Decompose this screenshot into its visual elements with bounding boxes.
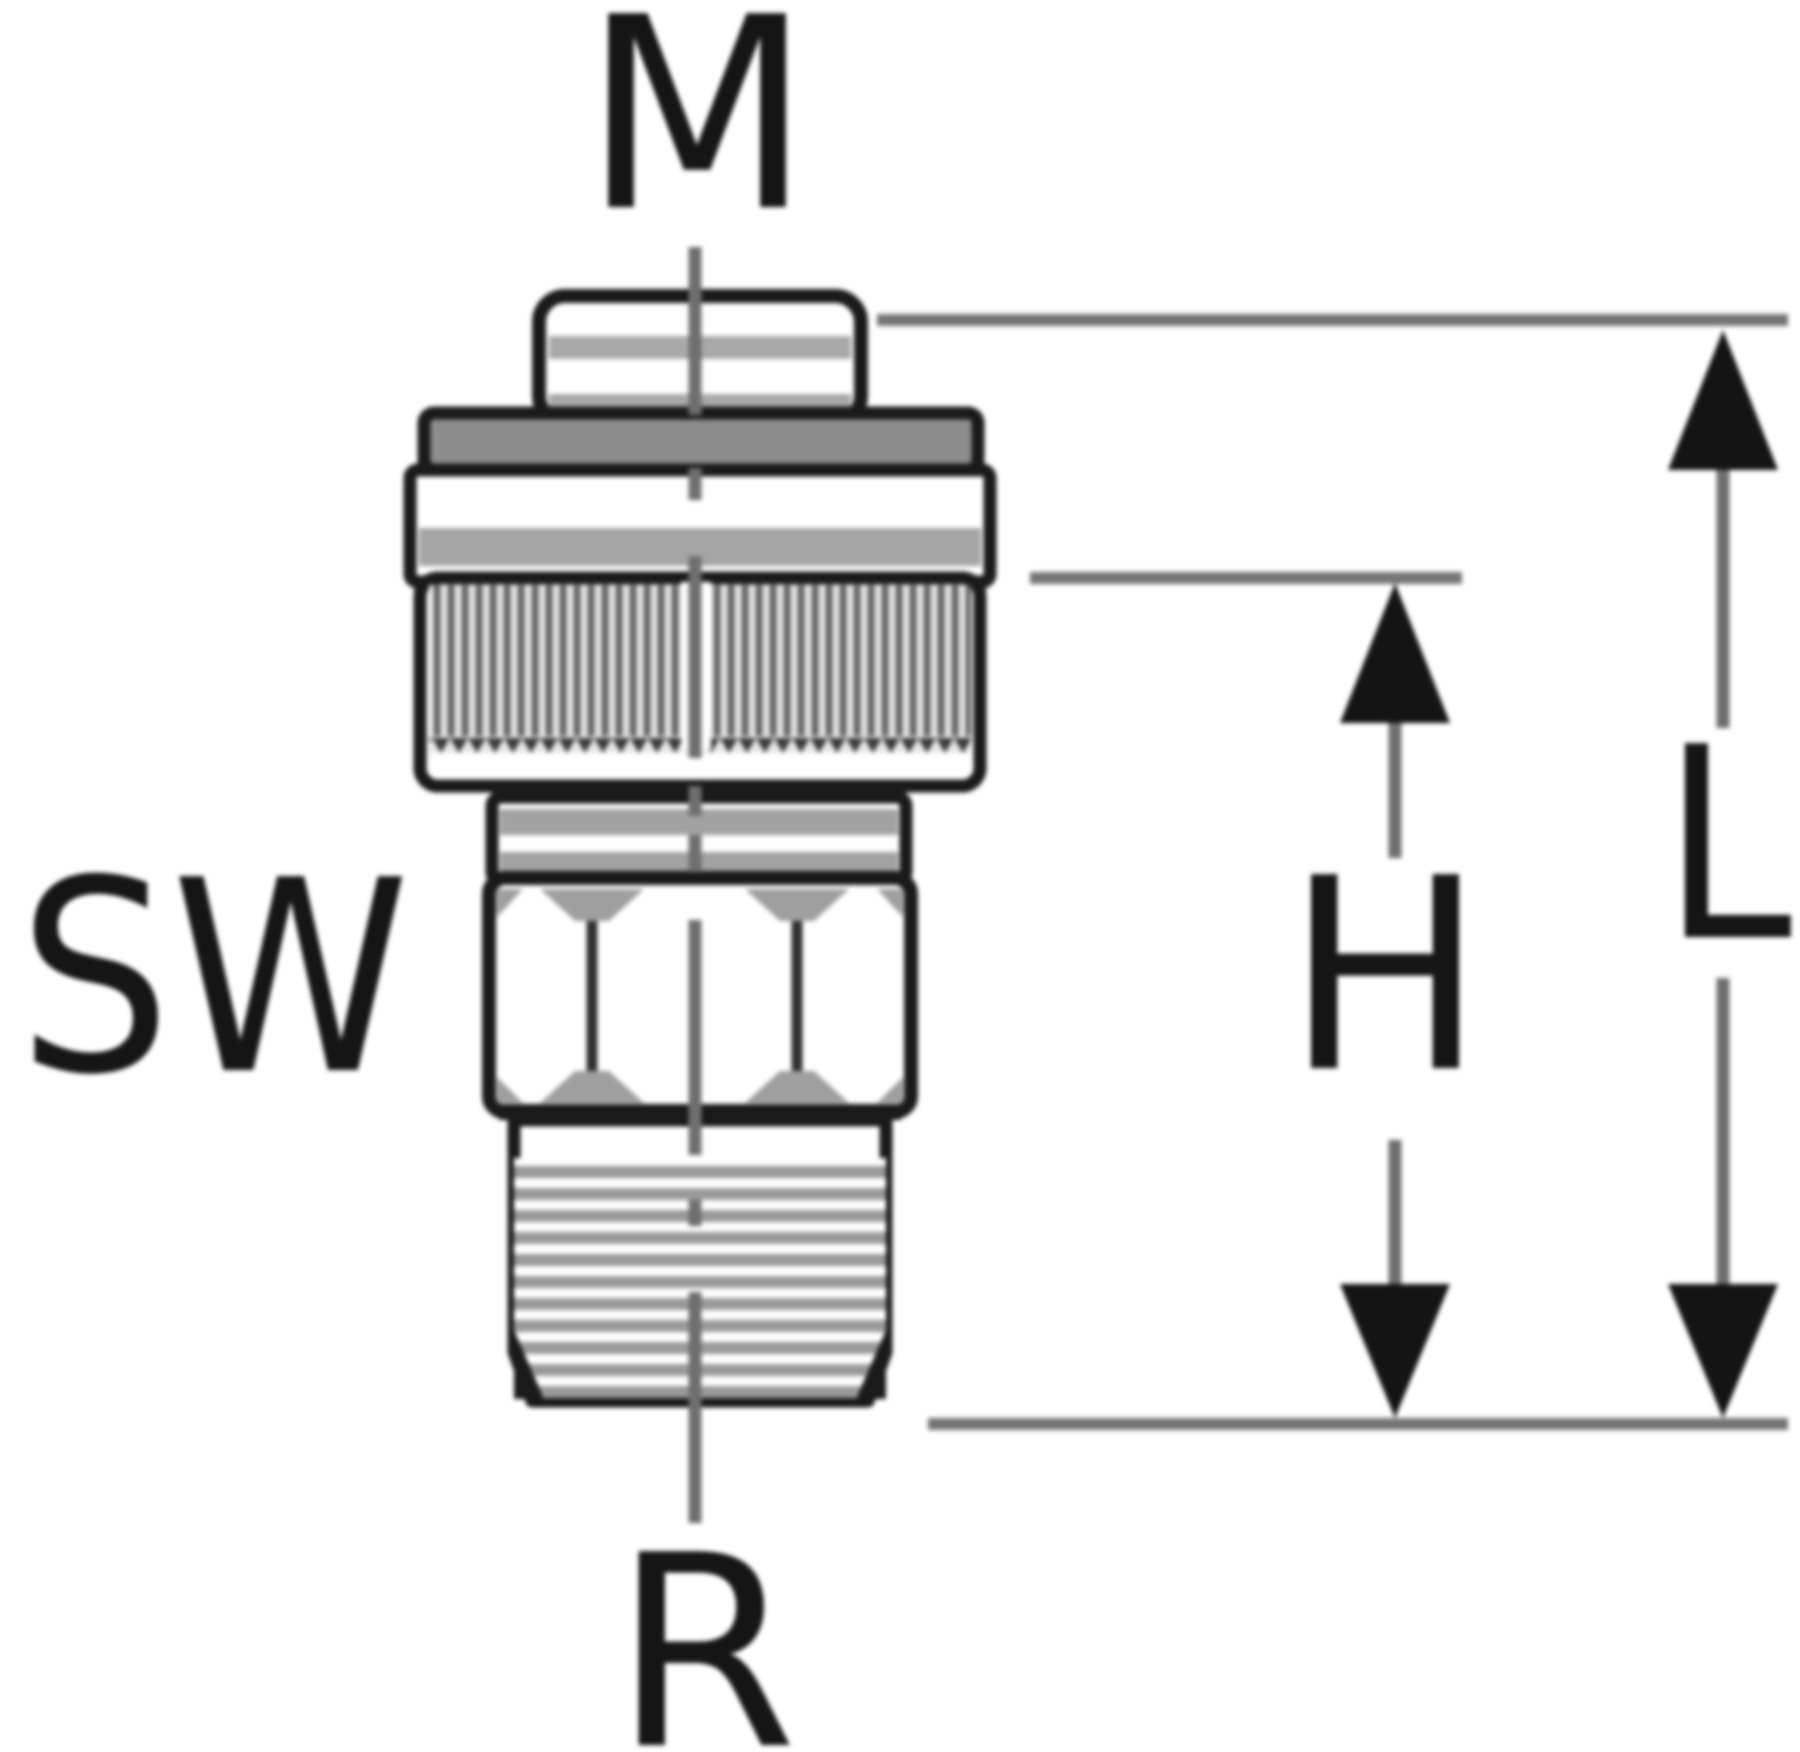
dimension-l [1668, 330, 1778, 1418]
label-m: M [582, 0, 812, 270]
hex-corner-wedge-br [877, 1077, 903, 1103]
l-arrow-down [1668, 1284, 1778, 1418]
label-r: R [613, 1498, 798, 1752]
l-arrow-up [1668, 330, 1778, 470]
h-arrow-up [1340, 583, 1450, 723]
thread-chamfer-left [514, 1330, 544, 1399]
union-nut-upper [403, 463, 997, 589]
extension-lines [877, 314, 1788, 1430]
fitting-body [403, 289, 997, 1408]
hex-chamfer-top-right [745, 889, 849, 921]
dimension-h [1340, 583, 1450, 1418]
hex-chamfer-top-left [540, 889, 644, 921]
hex-corner-wedge-tl [497, 889, 523, 917]
label-sw: SW [18, 823, 410, 1133]
hex-chamfer-bottom-left [540, 1071, 644, 1103]
collar-flange [417, 406, 985, 477]
label-h: H [1285, 821, 1485, 1131]
label-l: L [1662, 690, 1793, 1000]
hex-corner-wedge-bl [497, 1077, 523, 1103]
h-arrow-down [1340, 1284, 1450, 1418]
thread-chamfer-right [856, 1330, 886, 1399]
male-thread [507, 1113, 893, 1408]
hex-corner-wedge-tr [877, 889, 903, 917]
hex-chamfer-bottom-right [745, 1071, 849, 1103]
